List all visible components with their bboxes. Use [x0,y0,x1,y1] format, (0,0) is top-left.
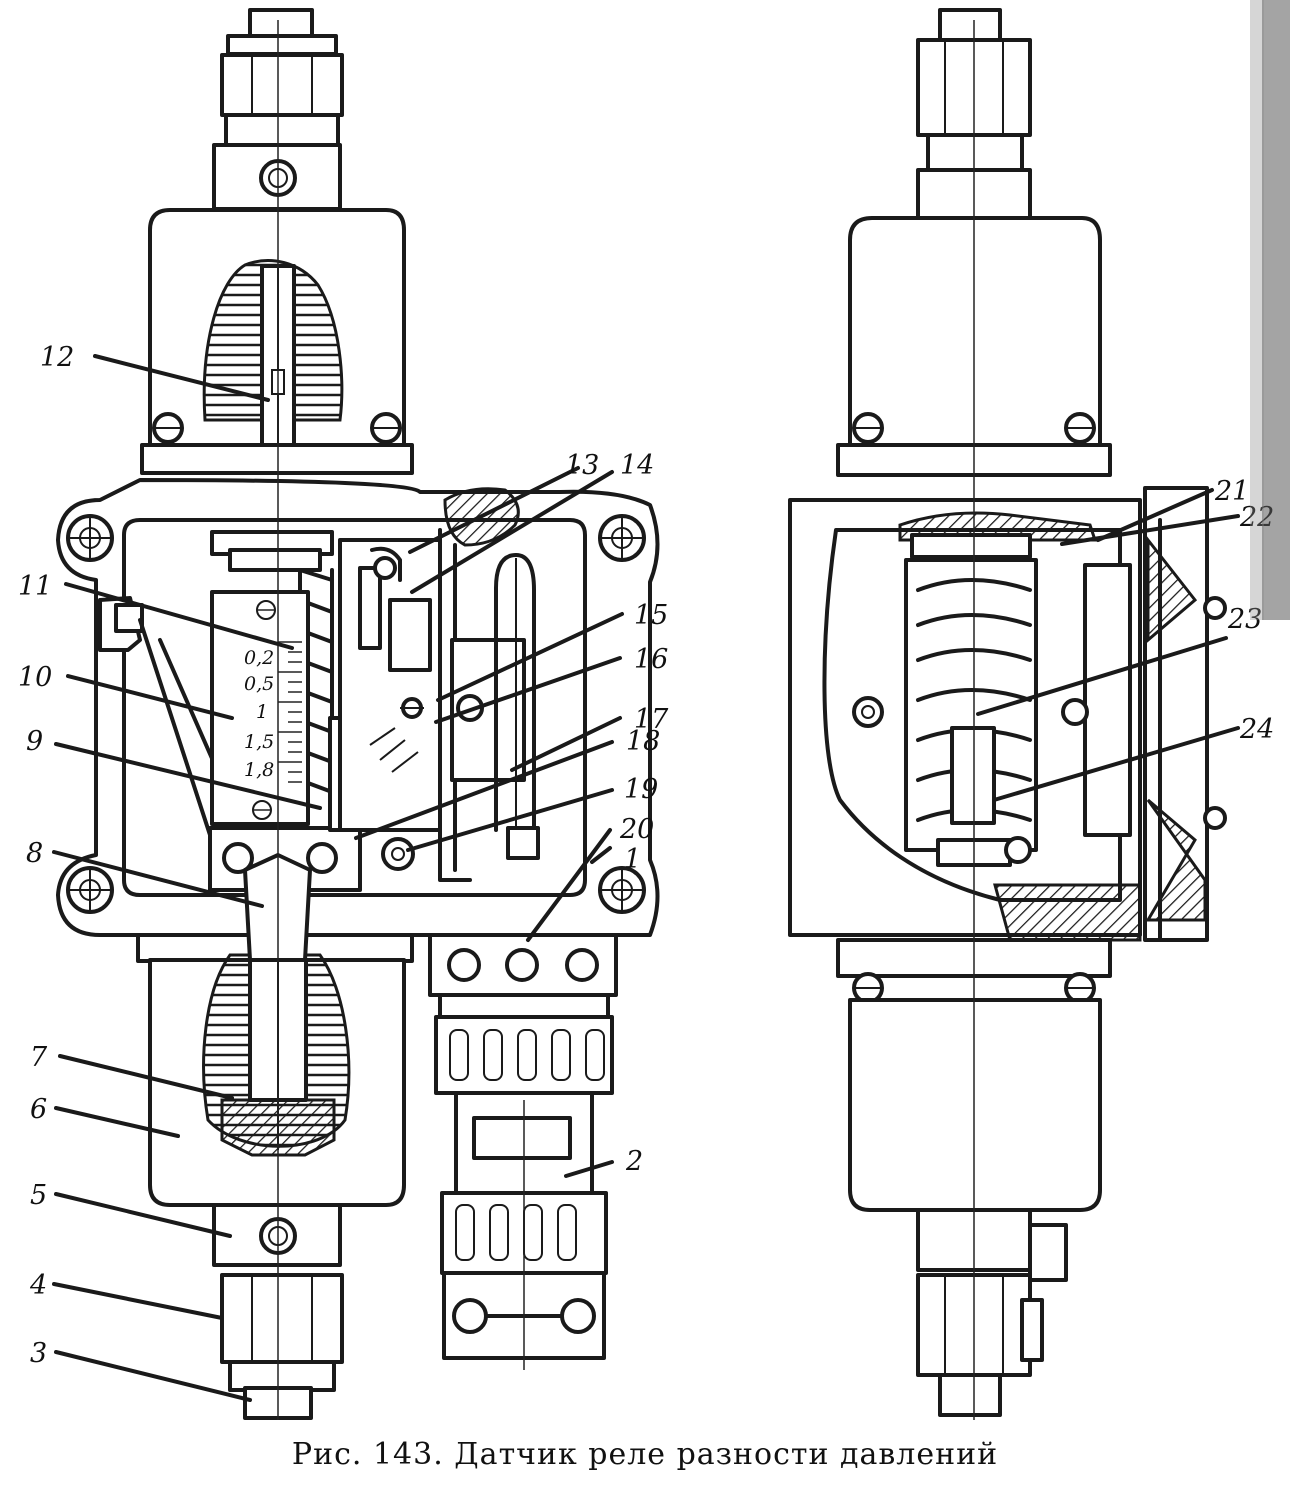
callout-23: 23 [1227,604,1262,635]
callout-1: 1 [624,844,641,875]
callout-8: 8 [26,838,43,869]
callout-labels: 12 13 14 11 10 9 15 16 17 18 19 20 1 8 7… [18,342,1274,1369]
callout-21: 21 [1214,476,1249,507]
callout-17: 17 [634,704,669,735]
callout-24: 24 [1239,714,1274,745]
front-view: 0,2 0,5 1 1,5 1,8 [56,8,660,1420]
side-view [788,8,1227,1420]
callout-12: 12 [40,342,74,373]
callout-5: 5 [30,1180,47,1211]
leader-lines [52,354,1240,1402]
scale-mark-1-5: 1,5 [244,731,274,753]
scale-ticks [278,641,302,783]
callout-16: 16 [634,644,668,675]
callout-3: 3 [30,1338,47,1369]
callout-4: 4 [29,1270,47,1301]
callout-14: 14 [620,450,654,481]
scan-edge [1250,0,1290,620]
figure-caption: Рис. 143. Датчик реле разности давлений [291,1437,999,1472]
callout-6: 6 [30,1094,47,1125]
callout-13: 13 [565,450,599,481]
callout-18: 18 [626,726,660,757]
callout-19: 19 [624,774,658,805]
scale-mark-1-8: 1,8 [244,759,274,781]
scale-mark-0-5: 0,5 [244,673,274,695]
callout-9: 9 [26,726,43,757]
scale-mark-1: 1 [256,701,268,723]
callout-20: 20 [619,814,654,845]
callout-2: 2 [625,1146,643,1177]
callout-15: 15 [634,600,668,631]
callout-11: 11 [18,571,52,602]
callout-10: 10 [18,662,52,693]
scale-mark-0-2: 0,2 [244,647,274,669]
callout-7: 7 [30,1042,48,1073]
